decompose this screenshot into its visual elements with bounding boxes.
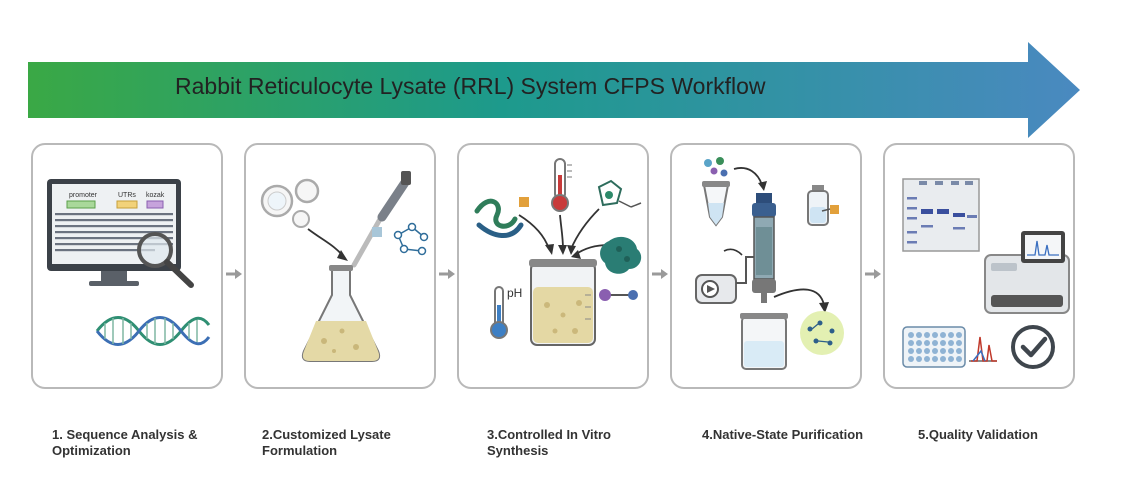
dots-icon — [704, 157, 728, 177]
step-1-label: 1. Sequence Analysis & Optimization — [52, 427, 252, 459]
step-4-panel — [670, 143, 862, 389]
ribosome-icon — [600, 236, 642, 274]
checkmark-icon — [1011, 325, 1055, 369]
step-3-label-line1: 3.Controlled In Vitro — [487, 427, 611, 442]
step-5-label: 5.Quality Validation — [918, 427, 1118, 443]
step-3-panel: pH — [457, 143, 649, 389]
step-5-panel — [883, 143, 1075, 389]
vial-icon — [807, 185, 839, 226]
protein-icon — [474, 197, 529, 238]
thermometer-icon — [551, 158, 572, 212]
beaker-icon — [529, 259, 597, 346]
plate-icon — [902, 326, 966, 368]
step-1-label-line2: Optimization — [52, 443, 131, 458]
banner-title: Rabbit Reticulocyte Lysate (RRL) System … — [175, 73, 766, 99]
instrument-icon — [984, 231, 1070, 314]
molecule-icon — [393, 222, 429, 256]
step-5-label-line1: 5.Quality Validation — [918, 427, 1038, 442]
monitor-icon: promoter UTRs kozak — [47, 179, 181, 286]
beaker-icon — [740, 313, 788, 370]
screen-label-kozak: kozak — [146, 192, 165, 199]
workflow-banner-arrow — [28, 42, 1084, 138]
spectrum-icon — [969, 336, 997, 362]
step-2-label: 2.Customized Lysate Formulation — [262, 427, 462, 459]
screen-label-utrs: UTRs — [118, 192, 136, 199]
connector-arrow-2 — [439, 269, 455, 279]
flask-icon — [301, 265, 381, 362]
dna-helix-icon — [95, 316, 211, 346]
step-3-label: 3.Controlled In Vitro Synthesis — [487, 427, 687, 459]
step-2-label-line1: 2.Customized Lysate — [262, 427, 391, 442]
ph-thermometer-icon: pH — [490, 286, 522, 339]
column-icon — [752, 193, 776, 303]
purified-protein-icon — [800, 311, 844, 355]
ph-label: pH — [507, 286, 522, 300]
connector-arrow-3 — [652, 269, 668, 279]
pipette-icon — [351, 171, 411, 268]
magnifier-icon — [137, 232, 194, 288]
step-4-label-line1: 4.Native-State Purification — [702, 427, 864, 442]
pump-icon — [695, 256, 754, 304]
step-4-label: 4.Native-State Purification — [702, 427, 902, 443]
step-2-panel — [244, 143, 436, 389]
gel-icon — [902, 178, 980, 252]
connector-arrow-1 — [226, 269, 242, 279]
ribosome-small-icon — [597, 179, 642, 208]
step-2-label-line2: Formulation — [262, 443, 338, 458]
step-1-panel: promoter UTRs kozak — [31, 143, 223, 389]
cell-icon — [260, 178, 320, 228]
tube-icon — [702, 181, 730, 227]
screen-label-promoter: promoter — [69, 192, 98, 199]
step-1-label-line1: 1. Sequence Analysis & — [52, 427, 198, 442]
step-3-label-line2: Synthesis — [487, 443, 549, 458]
connector-arrow-4 — [865, 269, 881, 279]
peptide-icon — [599, 289, 638, 301]
